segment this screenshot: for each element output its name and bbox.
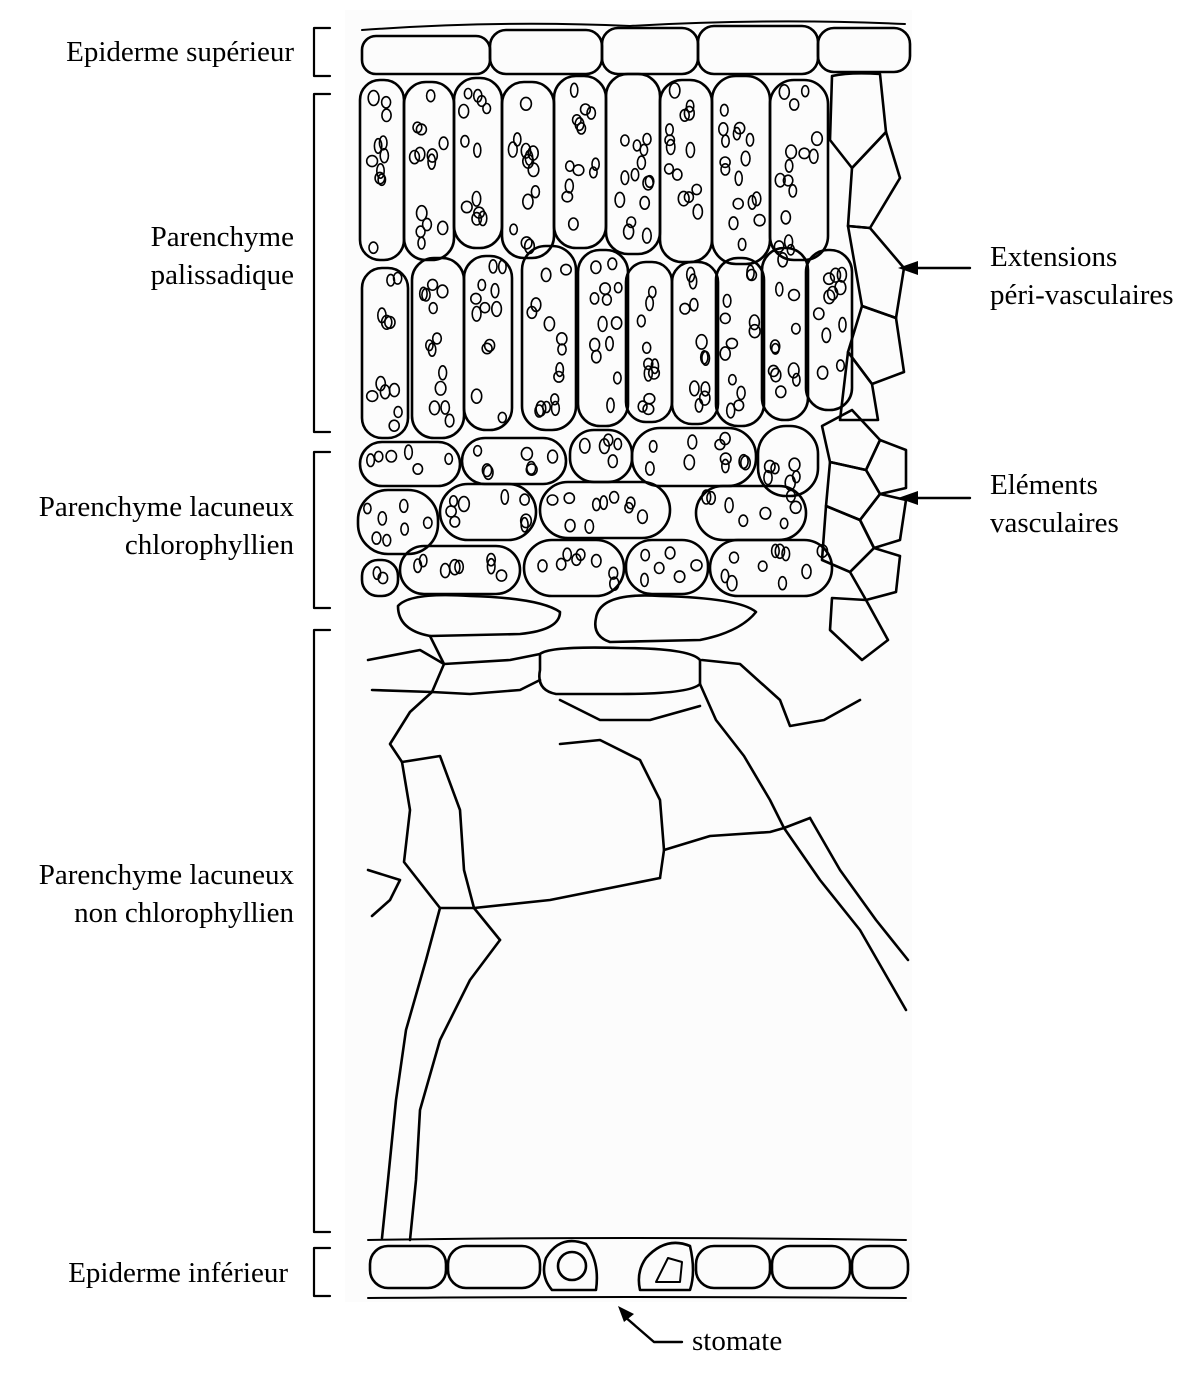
arrow-stomate	[624, 1316, 682, 1342]
bracket-spongy-non-chloro	[314, 630, 330, 1232]
label-text: Epiderme supérieur	[66, 33, 294, 71]
label-line-2: péri-vasculaires	[990, 276, 1174, 314]
bracket-palisade	[314, 94, 330, 432]
label-stomate: stomate	[692, 1322, 782, 1360]
label-line-1: Parenchyme lacuneux	[39, 488, 294, 526]
label-line-2: non chlorophyllien	[39, 894, 294, 932]
label-elements-vasculaires: Eléments vasculaires	[990, 466, 1119, 542]
label-epiderme-superieur: Epiderme supérieur	[66, 33, 294, 71]
brackets	[314, 28, 330, 1296]
label-line-1: Eléments	[990, 466, 1119, 504]
label-text: stomate	[692, 1322, 782, 1360]
label-line-1: Parenchyme	[151, 218, 294, 256]
label-epiderme-inferieur: Epiderme inférieur	[68, 1254, 288, 1292]
label-line-1: Parenchyme lacuneux	[39, 856, 294, 894]
label-parenchyme-lacuneux-non-chlorophyllien: Parenchyme lacuneux non chlorophyllien	[39, 856, 294, 932]
label-parenchyme-palissadique: Parenchyme palissadique	[151, 218, 294, 294]
label-text: Epiderme inférieur	[68, 1254, 288, 1292]
bracket-upper-epidermis	[314, 28, 330, 76]
label-parenchyme-lacuneux-chlorophyllien: Parenchyme lacuneux chlorophyllien	[39, 488, 294, 564]
label-line-1: Extensions	[990, 238, 1174, 276]
label-extensions-peri-vasculaires: Extensions péri-vasculaires	[990, 238, 1174, 314]
label-line-2: vasculaires	[990, 504, 1119, 542]
bracket-spongy-chloro	[314, 452, 330, 608]
label-line-2: palissadique	[151, 256, 294, 294]
arrowhead-stomate	[618, 1306, 634, 1322]
label-line-2: chlorophyllien	[39, 526, 294, 564]
bracket-lower-epidermis	[314, 1248, 330, 1296]
